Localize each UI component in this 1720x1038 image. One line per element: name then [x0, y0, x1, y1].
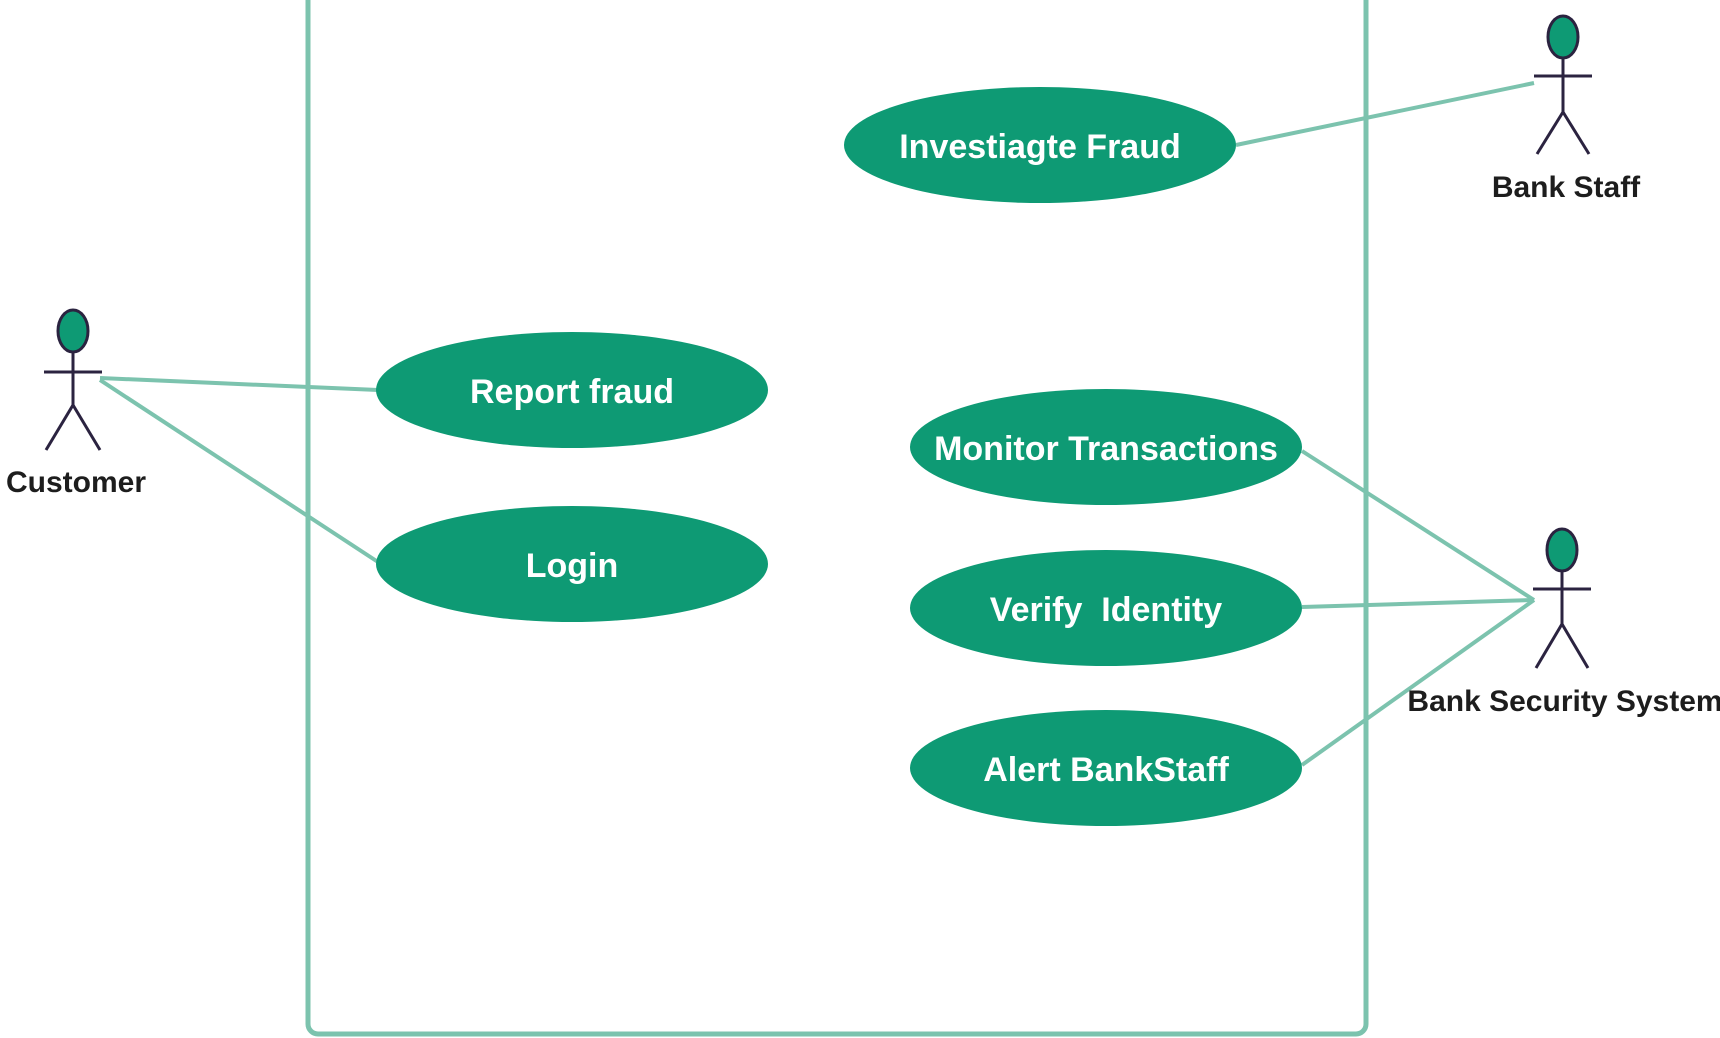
actor-right-leg [71, 404, 102, 451]
use-case-label: Investiagte Fraud [899, 128, 1181, 166]
association-security-monitor-transactions [1300, 449, 1536, 602]
use-case-label: Alert BankStaff [983, 751, 1229, 789]
use-case-alert-bank-staff[interactable]: Alert BankStaff [910, 710, 1302, 826]
actor-customer[interactable]: Customer [6, 308, 146, 499]
actor-right-leg [1560, 623, 1590, 669]
use-case-label: Monitor Transactions [934, 430, 1278, 468]
actor-label: Bank Staff [1492, 171, 1641, 204]
actor-right-leg [1561, 111, 1591, 155]
actor-bank-security-system[interactable]: Bank Security System [1407, 527, 1720, 718]
association-security-verify-identity [1301, 598, 1535, 609]
actor-label: Customer [6, 466, 146, 499]
use-case-verify-identity[interactable]: Verify Identity [910, 550, 1302, 666]
actor-head [1546, 14, 1580, 60]
use-case-label: Login [526, 547, 619, 585]
actor-label: Bank Security System [1407, 685, 1720, 718]
association-bank-staff-investigate-fraud [1235, 81, 1535, 147]
association-security-alert-bank-staff [1300, 598, 1536, 767]
use-case-login[interactable]: Login [376, 506, 768, 622]
actor-head [1545, 527, 1579, 573]
actor-left-leg [44, 404, 75, 451]
use-case-monitor-transactions[interactable]: Monitor Transactions [910, 389, 1302, 505]
use-case-label: Verify Identity [990, 591, 1222, 629]
use-case-report-fraud[interactable]: Report fraud [376, 332, 768, 448]
system-boundary [305, 0, 1369, 1037]
association-customer-report-fraud [99, 376, 379, 392]
actor-bank-staff[interactable]: Bank Staff [1492, 14, 1641, 204]
actor-left-leg [1535, 111, 1565, 155]
association-lines [98, 81, 1536, 767]
association-customer-login [98, 378, 380, 564]
use-case-label: Report fraud [470, 373, 674, 411]
actor-left-leg [1534, 623, 1564, 669]
actor-head [56, 308, 90, 354]
use-case-investigate-fraud[interactable]: Investiagte Fraud [844, 87, 1236, 203]
